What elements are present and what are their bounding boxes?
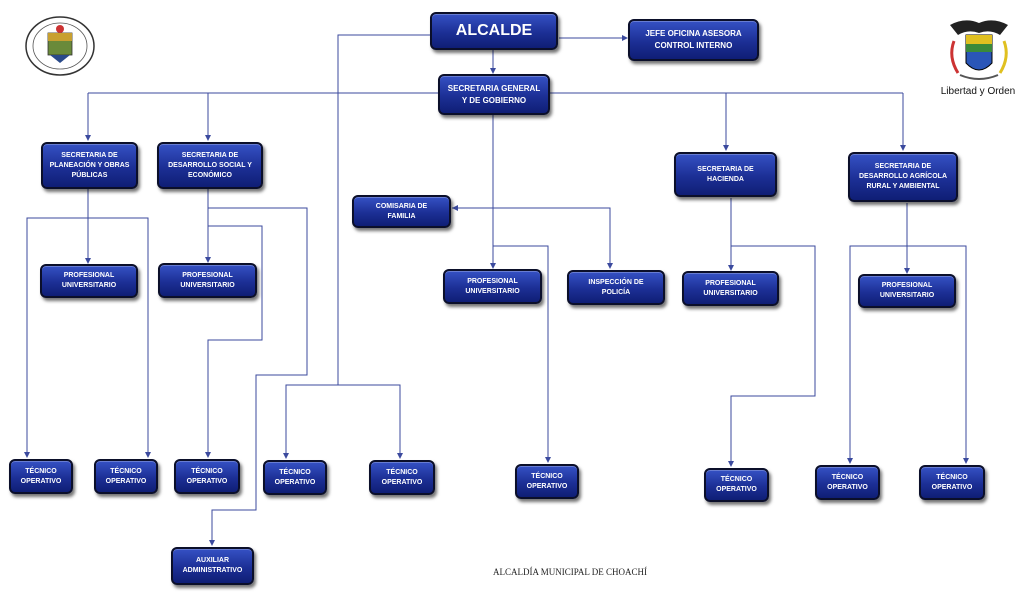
arrow-desarrollo — [205, 135, 211, 141]
arrow-aux — [209, 540, 215, 546]
arrow-tec3 — [205, 452, 211, 458]
box-tecnico-operativo: TÉCNICO OPERATIVO — [174, 459, 240, 494]
connector-planeacion-tec1 — [26, 217, 88, 457]
box-jefe-control-interno: JEFE OFICINA ASESORA CONTROL INTERNO — [628, 19, 759, 61]
arrow-tec1 — [24, 452, 30, 458]
arrow-desarrollo-prof — [205, 257, 211, 263]
box-secretaria-general: SECRETARIA GENERAL Y DE GOBIERNO — [438, 74, 550, 115]
box-profesional-universitario: PROFESIONAL UNIVERSITARIO — [40, 264, 138, 298]
connector-hacienda-tec — [730, 245, 816, 466]
connector-secgeneral-tecnico — [493, 245, 549, 462]
connector-desarrollo-tec — [207, 225, 263, 457]
connector-desarrollo-aux — [207, 189, 308, 545]
arrow-planeacion-prof — [85, 258, 91, 264]
box-sec-desarrollo-social: SECRETARIA DE DESARROLLO SOCIAL Y ECONÓM… — [157, 142, 263, 189]
arrow-hacienda — [723, 145, 729, 151]
arrow-hacienda-prof — [728, 265, 734, 271]
box-tecnico-operativo: TÉCNICO OPERATIVO — [515, 464, 579, 499]
arrow-agricola-prof — [904, 268, 910, 274]
box-tecnico-operativo: TÉCNICO OPERATIVO — [704, 468, 769, 502]
arrow-tec4 — [283, 453, 289, 459]
box-tecnico-operativo: TÉCNICO OPERATIVO — [263, 460, 327, 495]
box-alcalde: ALCALDE — [430, 12, 558, 50]
box-profesional-universitario: PROFESIONAL UNIVERSITARIO — [158, 263, 257, 298]
arrow-tec8 — [847, 458, 853, 464]
box-profesional-universitario: PROFESIONAL UNIVERSITARIO — [443, 269, 542, 304]
arrow-agricola — [900, 145, 906, 151]
connector-alcalde-tecnico2 — [338, 384, 401, 458]
box-profesional-universitario: PROFESIONAL UNIVERSITARIO — [858, 274, 956, 308]
box-comisaria-familia: COMISARIA DE FAMILIA — [352, 195, 451, 228]
arrow-tec6 — [545, 457, 551, 463]
arrow-inspeccion — [607, 263, 613, 269]
box-tecnico-operativo: TÉCNICO OPERATIVO — [94, 459, 158, 494]
box-profesional-universitario: PROFESIONAL UNIVERSITARIO — [682, 271, 779, 306]
arrow-jefe — [622, 35, 628, 41]
connector-planeacion-tec2 — [88, 217, 149, 457]
municipal-seal-icon — [24, 15, 96, 77]
box-tecnico-operativo: TÉCNICO OPERATIVO — [815, 465, 880, 500]
arrow-secgeneral-prof — [490, 263, 496, 269]
box-sec-agricola: SECRETARIA DE DESARROLLO AGRÍCOLA RURAL … — [848, 152, 958, 202]
arrow-planeacion — [85, 135, 91, 141]
arrow-tec7 — [728, 461, 734, 467]
national-emblem-caption: Libertad y Orden — [940, 86, 1016, 97]
box-tecnico-operativo: TÉCNICO OPERATIVO — [9, 459, 73, 494]
arrow-tec9 — [963, 458, 969, 464]
footer-caption: ALCALDÍA MUNICIPAL DE CHOACHÍ — [492, 567, 648, 577]
connector-agricola-tec1 — [849, 245, 907, 463]
connector-agricola-tec2 — [907, 245, 967, 463]
box-auxiliar-administrativo: AUXILIAR ADMINISTRATIVO — [171, 547, 254, 585]
national-emblem-icon — [940, 17, 1018, 85]
connector-comisaria-inspeccion — [452, 207, 611, 268]
arrow-tec5 — [397, 453, 403, 459]
box-sec-hacienda: SECRETARIA DE HACIENDA — [674, 152, 777, 197]
arrow-comisaria — [452, 205, 458, 211]
arrow-secgeneral — [490, 68, 496, 74]
box-tecnico-operativo: TÉCNICO OPERATIVO — [369, 460, 435, 495]
box-inspeccion-policia: INSPECCIÓN DE POLICÍA — [567, 270, 665, 305]
box-tecnico-operativo: TÉCNICO OPERATIVO — [919, 465, 985, 500]
box-sec-planeacion: SECRETARIA DE PLANEACIÓN Y OBRAS PÚBLICA… — [41, 142, 138, 189]
arrow-tec2 — [145, 452, 151, 458]
